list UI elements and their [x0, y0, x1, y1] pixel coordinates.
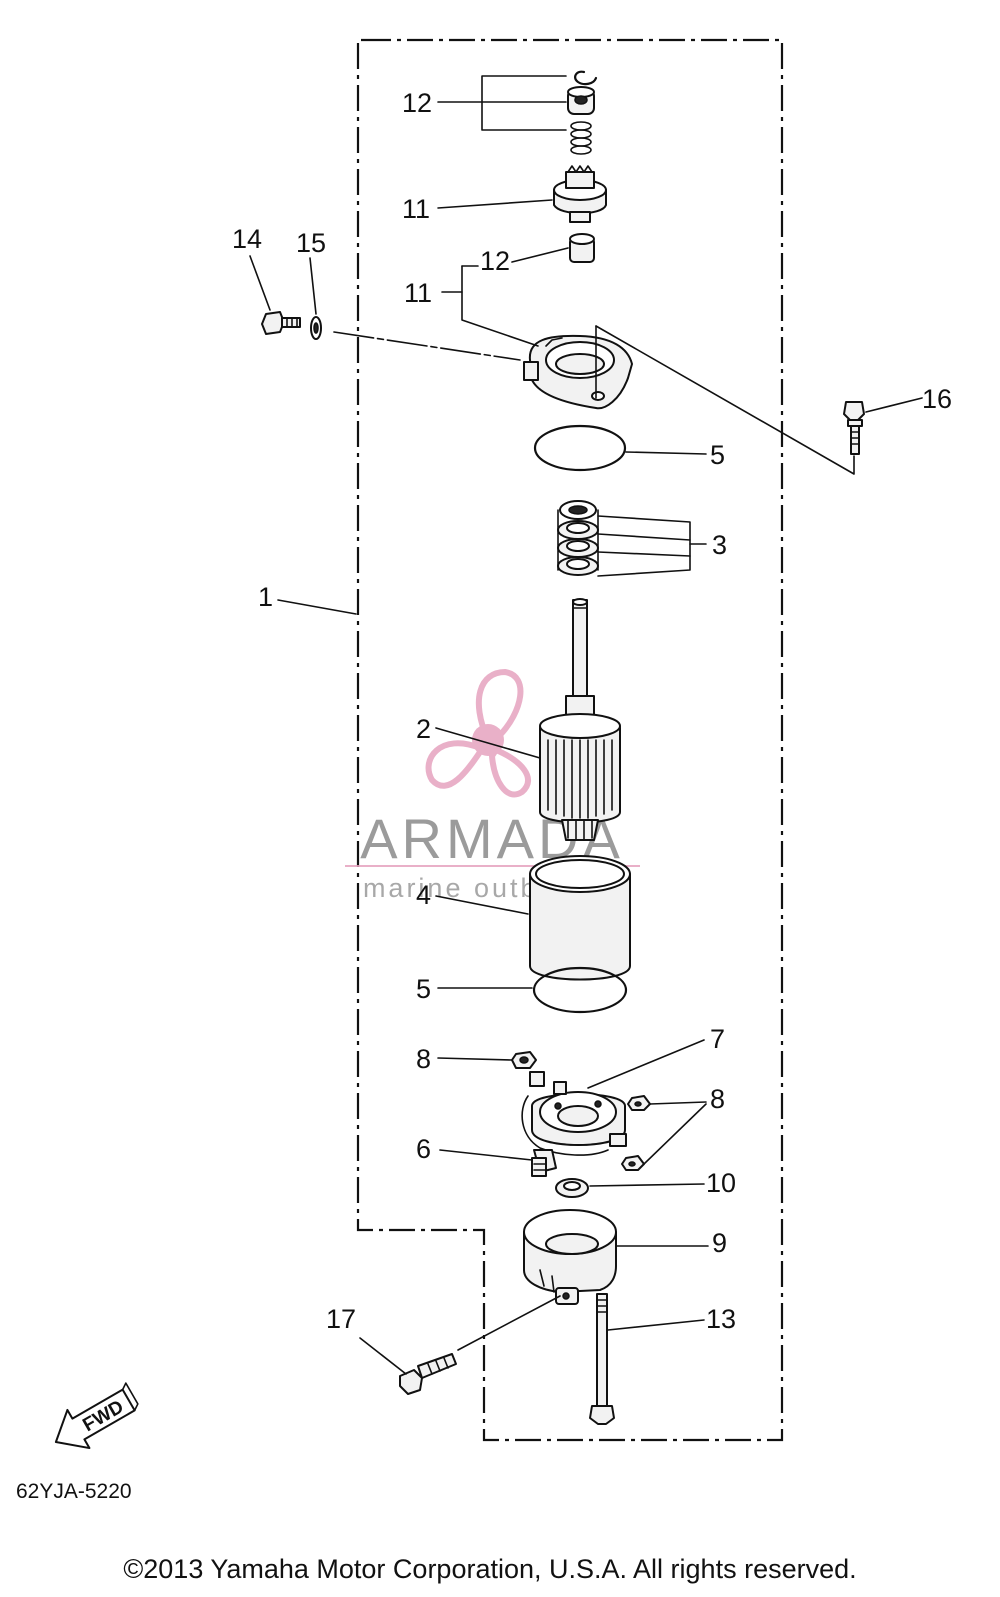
part-7-brush-holder: [521, 1071, 627, 1156]
callout-8-right: 8: [710, 1084, 725, 1114]
assembly-boundary: [356, 38, 784, 1442]
part-9-rear-cover: [523, 1209, 617, 1305]
propeller-icon: [425, 668, 531, 798]
callout-15: 13: [706, 1304, 736, 1334]
callout-12: 12: [402, 88, 432, 118]
callout-6: 6: [416, 1134, 431, 1164]
part-2-armature: [539, 598, 621, 841]
callout-labels: 12 11 14 15 12 11 16 5 3 1 2 4 5 7 8 8 6…: [232, 88, 952, 1334]
fwd-arrow-icon: FWD: [54, 1382, 139, 1450]
part-8-nut-right-2: [621, 1155, 645, 1171]
part-15-long-bolt: [589, 1293, 615, 1425]
callout-14: 12: [480, 246, 510, 276]
part-10-washer: [555, 1178, 589, 1198]
callout-7: 7: [710, 1024, 725, 1054]
diagram-code: 62YJA-5220: [16, 1480, 132, 1503]
part-6-terminal: [531, 1149, 557, 1177]
callout-2: 2: [416, 714, 431, 744]
callout-10: 10: [706, 1168, 736, 1198]
spring-icon: [570, 121, 592, 155]
callout-1: 1: [258, 582, 273, 612]
callout-5-upper: 5: [710, 440, 725, 470]
copyright-notice: ©2013 Yamaha Motor Corporation, U.S.A. A…: [123, 1554, 856, 1584]
part-3-washers: [557, 500, 599, 576]
part-13-front-bracket: [523, 334, 633, 410]
part-19-bolt: [399, 1353, 457, 1395]
callout-11: 11: [402, 194, 430, 224]
callout-8-top: 8: [416, 1044, 431, 1074]
callout-9: 9: [712, 1228, 727, 1258]
part-18-bolt: [843, 401, 865, 455]
part-5-o-ring-lower: [532, 966, 628, 1014]
callout-18: 16: [922, 384, 952, 414]
part-4-yoke: [529, 855, 631, 981]
callout-16: 14: [232, 224, 262, 254]
callout-13: 11: [404, 278, 432, 308]
callout-3: 3: [712, 530, 727, 560]
part-14-bushing: [569, 233, 595, 263]
callout-4: 4: [416, 880, 431, 910]
callout-19: 17: [326, 1304, 356, 1334]
part-17-washer: [310, 316, 322, 340]
part-8-nut-top: [511, 1051, 537, 1069]
part-16-bolt: [261, 311, 301, 335]
part-12-clip-collar-spring: [567, 70, 598, 155]
part-11-pinion: [553, 165, 607, 223]
callout-5-lower: 5: [416, 974, 431, 1004]
part-8-nut-right-1: [627, 1095, 651, 1111]
callout-17: 15: [296, 228, 326, 258]
part-5-o-ring-upper: [533, 424, 627, 472]
leader-lines: [249, 75, 923, 1375]
